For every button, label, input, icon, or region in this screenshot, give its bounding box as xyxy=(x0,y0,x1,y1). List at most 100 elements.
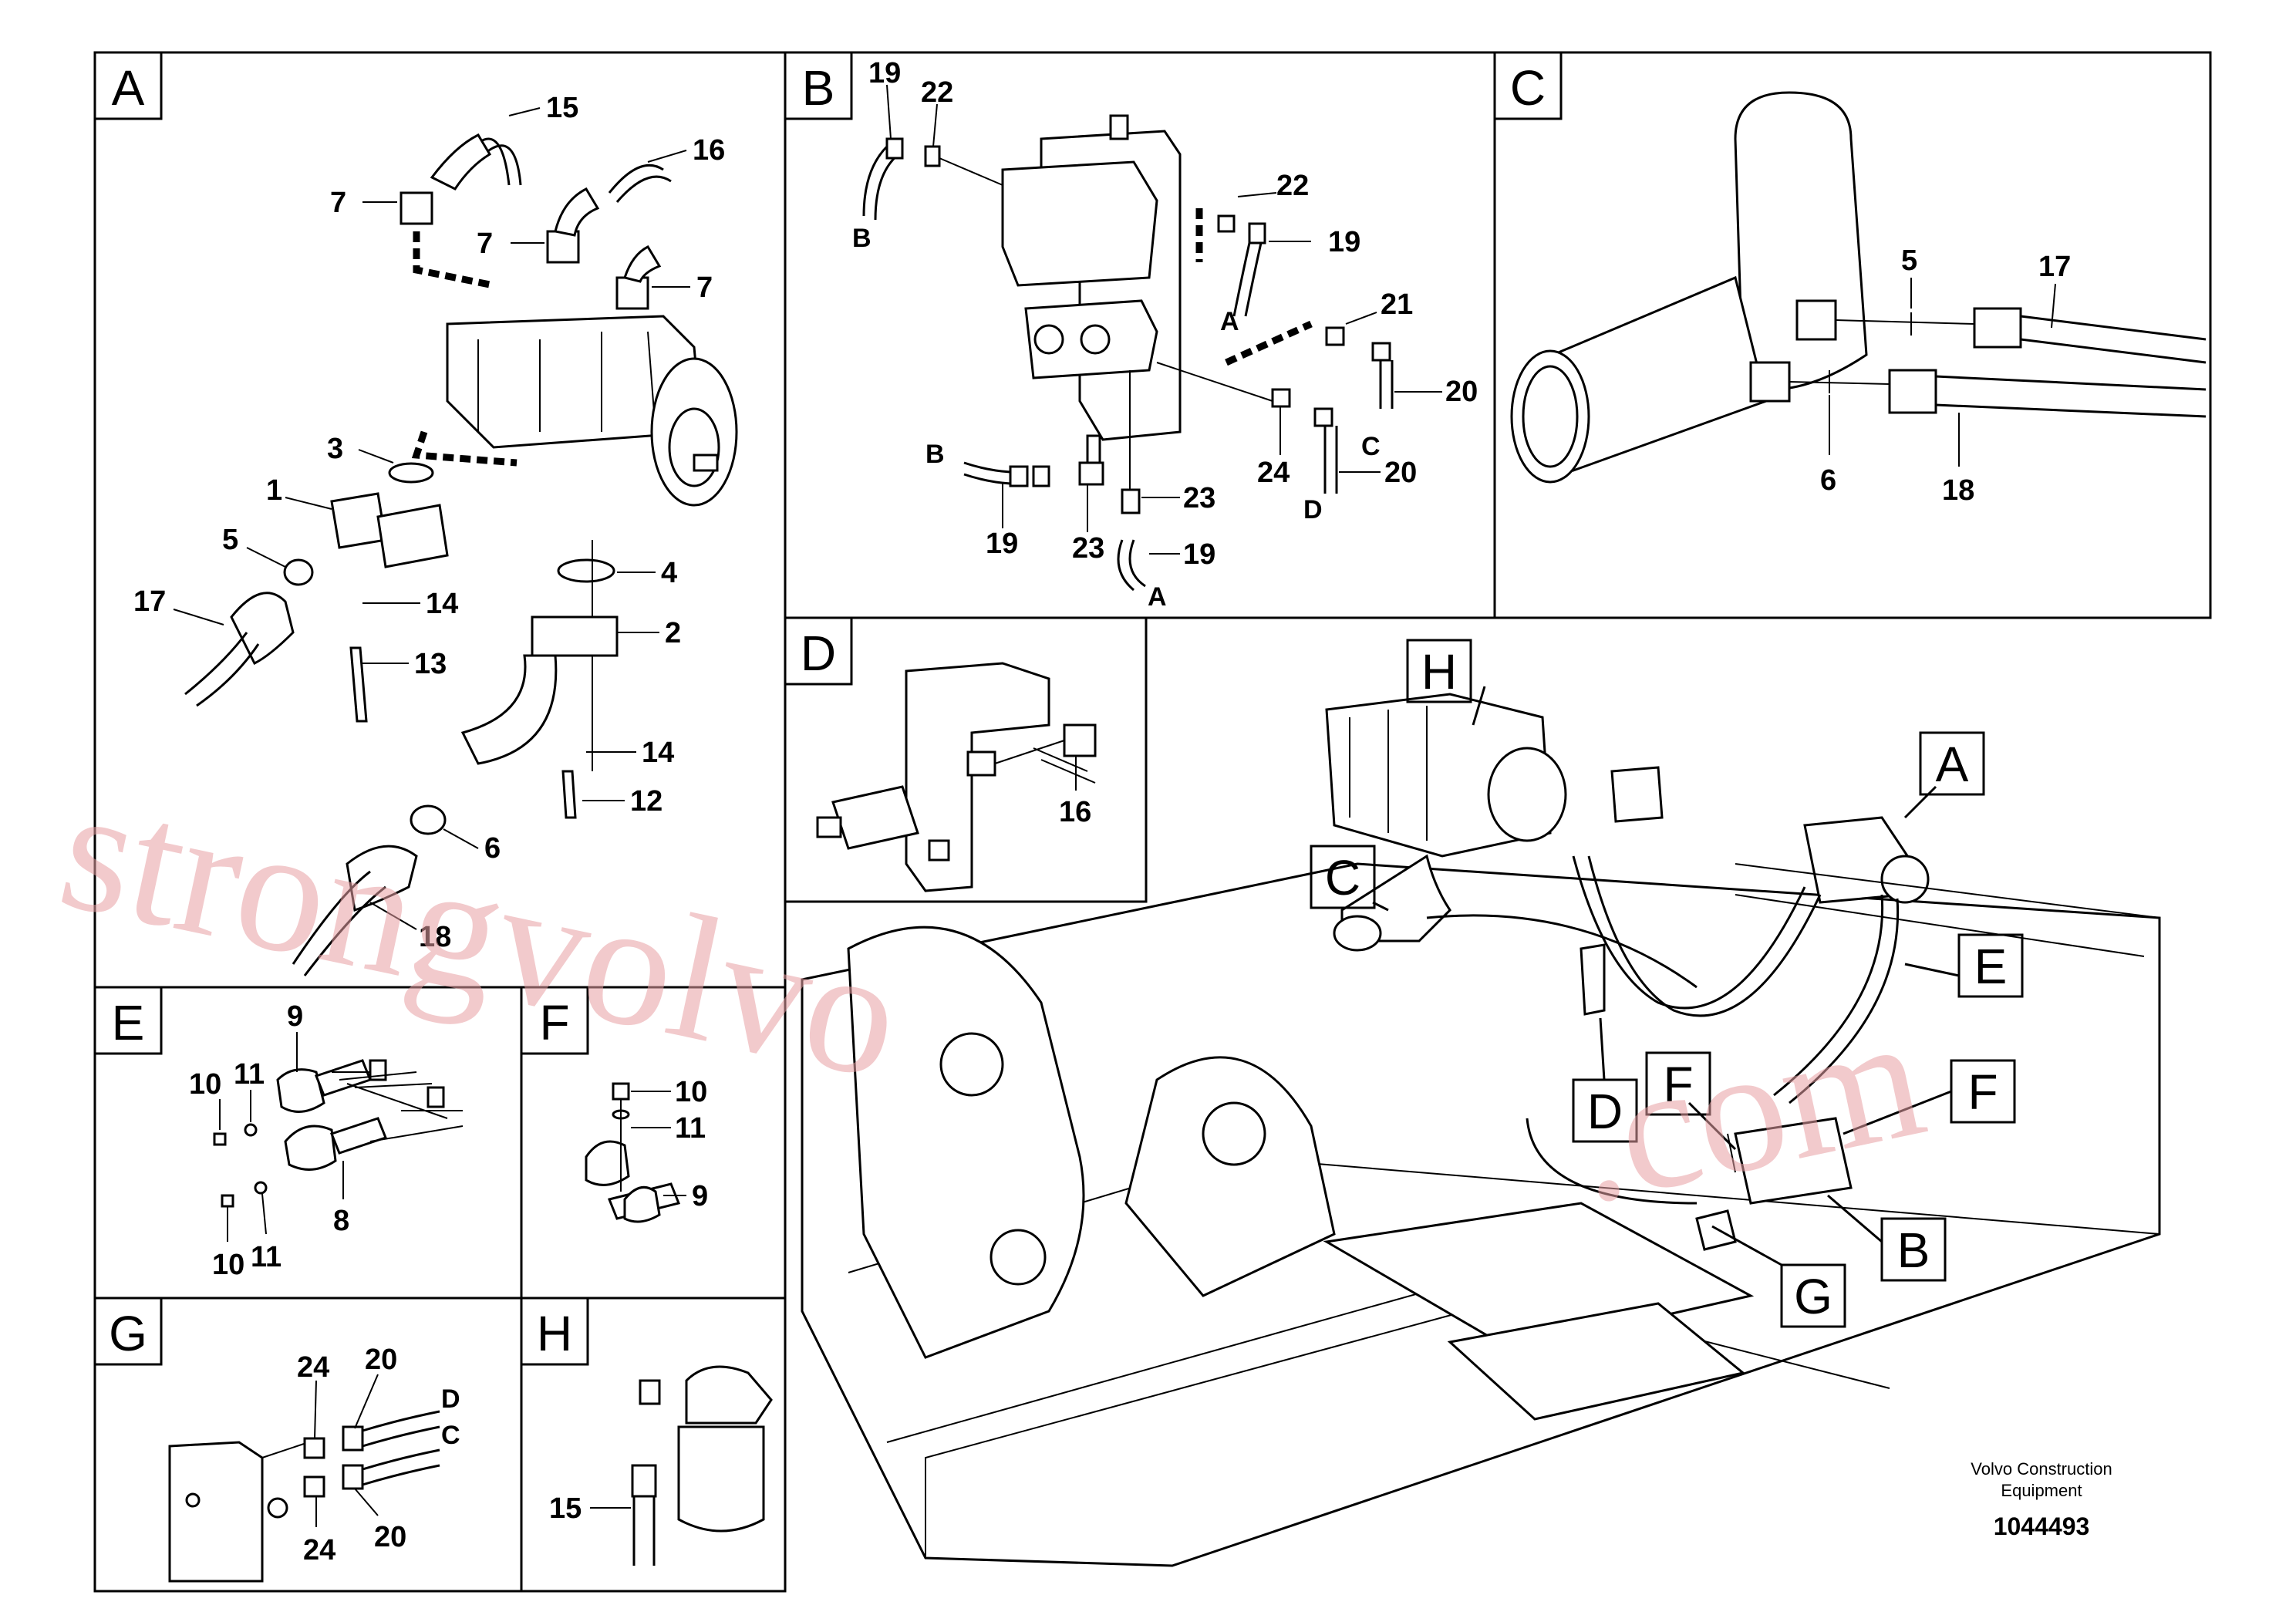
callout-7: 7 xyxy=(330,187,346,219)
callout-20: 20 xyxy=(374,1521,406,1553)
callout-17: 17 xyxy=(2038,251,2071,283)
callout-7: 7 xyxy=(477,228,493,260)
callout-5: 5 xyxy=(1901,244,1917,277)
connector-letter: C xyxy=(1361,432,1381,461)
panel-tag-e: E xyxy=(93,986,163,1055)
callout-16: 16 xyxy=(1059,796,1091,828)
callout-13: 13 xyxy=(414,648,447,680)
callout-24: 24 xyxy=(1257,457,1290,489)
panel-tags: A B C D E F G H xyxy=(93,51,1563,1366)
callout-7: 7 xyxy=(696,271,713,304)
company-name-line2: Equipment xyxy=(2001,1481,2082,1500)
callout-18: 18 xyxy=(1942,474,1974,507)
panel-tag-g: G xyxy=(93,1297,163,1366)
callout-6: 6 xyxy=(1820,464,1836,497)
callout-23: 23 xyxy=(1072,532,1104,565)
connector-letter: A xyxy=(1220,307,1239,336)
panel-e-callouts: 9 10 11 10 11 8 xyxy=(189,1000,349,1281)
panel-g-callouts: 24 20 24 20 D C xyxy=(297,1344,460,1566)
overview-tag-h: H xyxy=(1406,639,1486,726)
overview-tag-b: B xyxy=(1827,1194,1947,1282)
svg-text:A: A xyxy=(1936,737,1969,792)
callout-20: 20 xyxy=(1384,457,1417,489)
callout-14: 14 xyxy=(642,737,674,769)
connector-letter: D xyxy=(441,1384,460,1414)
overview-tag-c: C xyxy=(1310,845,1389,912)
svg-text:A: A xyxy=(112,60,145,116)
connector-letter: C xyxy=(441,1421,460,1450)
callout-22: 22 xyxy=(921,76,953,109)
svg-text:C: C xyxy=(1325,850,1360,905)
panel-c-drawing xyxy=(1510,91,2207,484)
svg-text:E: E xyxy=(112,995,145,1050)
connector-letter: B xyxy=(852,224,872,253)
overview-tag-d: D xyxy=(1572,1017,1638,1143)
callout-10: 10 xyxy=(189,1068,221,1101)
callout-2: 2 xyxy=(665,617,681,649)
callout-20: 20 xyxy=(365,1344,397,1376)
overview-tag-a: A xyxy=(1903,731,1985,819)
callout-3: 3 xyxy=(327,433,343,465)
svg-text:D: D xyxy=(801,626,836,681)
panel-tag-d: D xyxy=(784,616,853,686)
panel-tag-b: B xyxy=(784,51,853,120)
callout-18: 18 xyxy=(419,921,451,953)
svg-text:C: C xyxy=(1510,60,1546,116)
callout-11: 11 xyxy=(251,1241,282,1273)
panel-d-drawing xyxy=(816,662,1097,892)
panel-f-callouts: 10 11 9 xyxy=(631,1076,708,1212)
panel-c-callouts: 5 17 6 18 xyxy=(1820,244,2071,507)
doc-footer: Volvo Construction Equipment 1044493 xyxy=(1971,1459,2112,1540)
panel-e-drawing xyxy=(213,1059,464,1208)
callout-21: 21 xyxy=(1381,288,1413,321)
svg-text:B: B xyxy=(802,60,835,116)
overview-tag-e: E xyxy=(1904,933,2024,998)
callout-5: 5 xyxy=(222,524,238,556)
svg-text:G: G xyxy=(1794,1269,1832,1324)
svg-text:B: B xyxy=(1897,1222,1930,1278)
panel-frames xyxy=(93,51,2212,1593)
svg-text:F: F xyxy=(539,995,569,1050)
callout-9: 9 xyxy=(692,1180,708,1212)
callout-15: 15 xyxy=(549,1492,582,1525)
svg-text:G: G xyxy=(109,1306,147,1361)
svg-text:H: H xyxy=(537,1306,572,1361)
callout-10: 10 xyxy=(675,1076,707,1108)
panel-h-drawing xyxy=(631,1365,773,1566)
callout-11: 11 xyxy=(675,1112,706,1145)
panel-tag-h: H xyxy=(520,1297,589,1366)
overview-tag-g: G xyxy=(1711,1225,1846,1328)
panel-a-drawing xyxy=(184,133,738,976)
callout-23: 23 xyxy=(1183,482,1215,514)
callout-10: 10 xyxy=(212,1249,244,1281)
panel-b-callouts: 19 22 22 19 21 20 24 20 23 23 19 19 B A … xyxy=(852,57,1478,612)
overview-tag-f2: F xyxy=(1843,1059,2016,1135)
panel-tag-f: F xyxy=(520,986,589,1055)
panel-tag-c: C xyxy=(1493,51,1563,120)
overview-tag-f1: F xyxy=(1645,1051,1737,1151)
doc-number: 1044493 xyxy=(1994,1512,2090,1540)
panel-g-drawing xyxy=(168,1410,440,1583)
callout-24: 24 xyxy=(297,1351,329,1384)
svg-text:E: E xyxy=(1974,939,2008,994)
callout-19: 19 xyxy=(986,528,1018,560)
overview-tags: H A C E D F F B G xyxy=(1310,639,2024,1328)
callout-19: 19 xyxy=(1183,538,1215,571)
callout-6: 6 xyxy=(484,832,501,865)
company-name-line1: Volvo Construction xyxy=(1971,1459,2112,1479)
callout-22: 22 xyxy=(1276,170,1309,202)
callout-14: 14 xyxy=(426,588,458,620)
callout-9: 9 xyxy=(287,1000,303,1033)
panel-f-drawing xyxy=(585,1082,681,1223)
svg-text:F: F xyxy=(1663,1057,1693,1112)
callout-11: 11 xyxy=(234,1058,265,1091)
callout-1: 1 xyxy=(266,474,282,507)
panel-a-callouts: 15 16 7 7 7 3 1 5 17 14 13 4 2 14 12 6 1… xyxy=(133,92,725,953)
callout-20: 20 xyxy=(1445,376,1478,408)
connector-letter: D xyxy=(1303,495,1323,524)
svg-text:H: H xyxy=(1421,644,1457,700)
callout-15: 15 xyxy=(546,92,578,124)
svg-text:F: F xyxy=(1967,1064,1998,1120)
callout-19: 19 xyxy=(868,57,901,89)
